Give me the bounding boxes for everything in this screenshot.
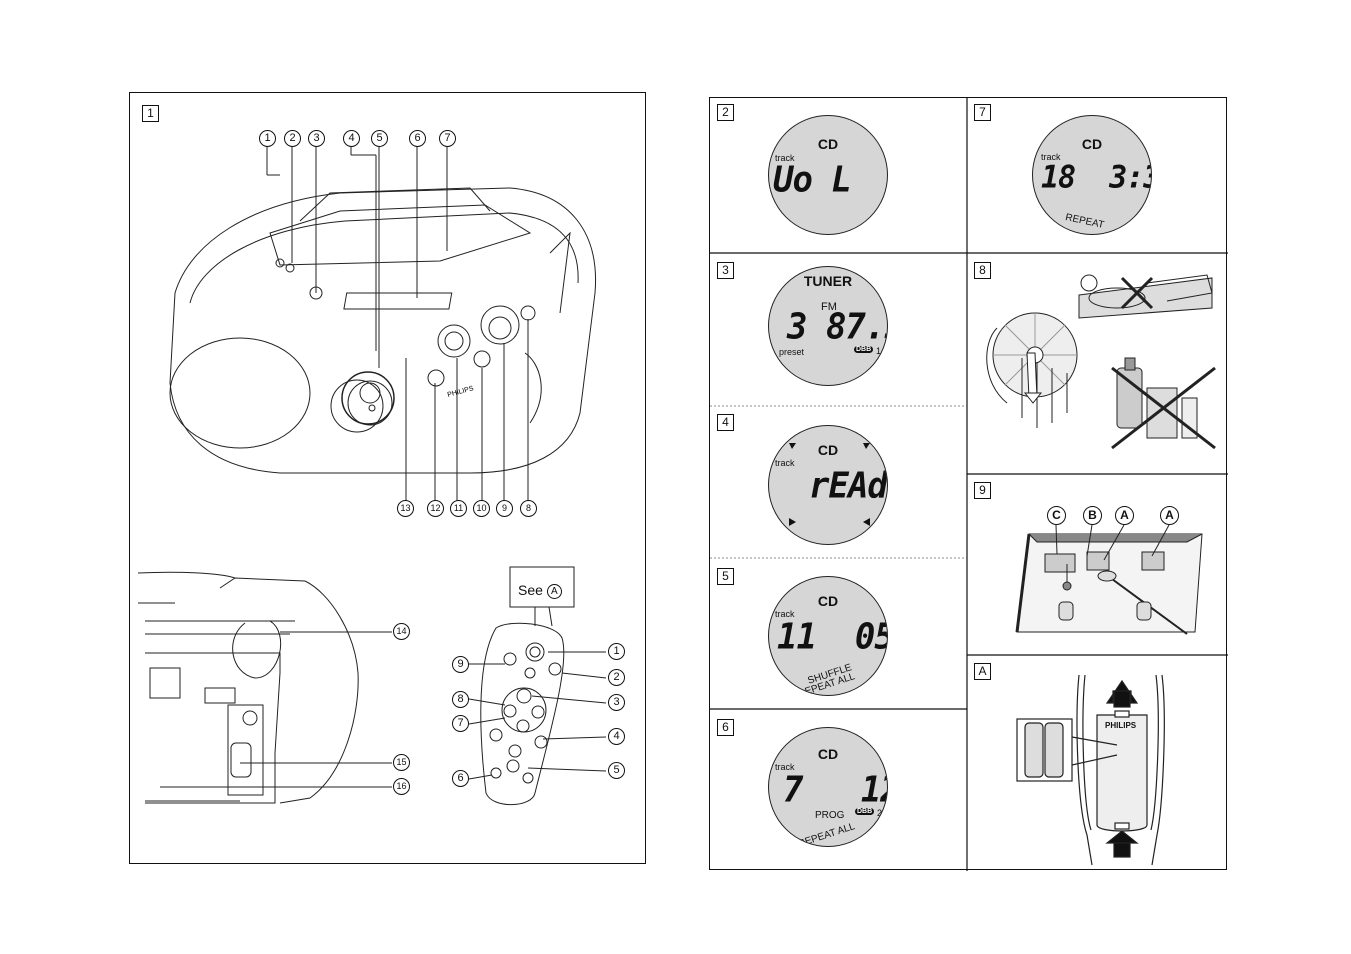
- figure-panel-1: 1 1 2 3 4 5 6 7: [129, 92, 646, 864]
- callout-3: 3: [308, 130, 325, 147]
- dbb-number: 1: [876, 346, 882, 356]
- remote-note-text: See: [518, 582, 543, 598]
- cell-3: 3 TUNER FM 3 87.50 preset DBB 1: [710, 253, 967, 406]
- callout-11: 11: [450, 500, 467, 517]
- cell-4: 4 CD track rEAd: [710, 406, 967, 558]
- boombox-brand: PHILIPS: [447, 385, 475, 399]
- cell-tag: 3: [717, 262, 734, 279]
- panel-tag: 1: [142, 105, 159, 122]
- callout-15: 15: [393, 754, 410, 771]
- lcd-digits: 3 87.50: [787, 306, 887, 348]
- lcd-digits: rEAd: [809, 465, 887, 507]
- remote-brand: PHILIPS: [1105, 721, 1137, 730]
- remote-callout-7: 7: [452, 715, 469, 732]
- remote-note: See A: [518, 582, 562, 599]
- cell-6: 6 CD track 7 129 PROG DBB 2 REPEAT ALL: [710, 709, 967, 871]
- lcd-track-label: track: [775, 458, 795, 468]
- cell-5: 5 CD track 11 058 SHUFFLE REPEAT ALL: [710, 558, 967, 709]
- remote-callout-5: 5: [608, 762, 625, 779]
- lcd-mode: TUNER: [803, 273, 853, 289]
- lcd-display: CD track rEAd: [768, 425, 888, 545]
- remote-callout-6: 6: [452, 770, 469, 787]
- disc-care-illustration: [986, 274, 1216, 450]
- dbb-badge: DBB: [854, 346, 874, 353]
- remote-callout-8: 8: [452, 691, 469, 708]
- remote-callout-2: 2: [608, 669, 625, 686]
- cell-tag: 9: [974, 482, 991, 499]
- lcd-digits: 7 129: [783, 769, 887, 811]
- grid-lines: [710, 98, 1228, 871]
- lcd-mode: CD: [817, 593, 839, 609]
- lcd-track-label: track: [775, 609, 795, 619]
- lcd-preset-label: preset: [779, 347, 805, 357]
- lcd-digits: 11 058: [777, 616, 887, 658]
- cell-tag: 7: [974, 104, 991, 121]
- lcd-digits: 18 3:36: [1041, 159, 1151, 196]
- cell-tag: A: [974, 663, 991, 680]
- repeat-all-label: REPEAT ALL: [796, 821, 857, 847]
- callout-9: 9: [496, 500, 513, 517]
- repeat-label: REPEAT: [1064, 212, 1105, 231]
- cell-2: 2 CD track Uo L 9: [710, 98, 967, 253]
- lcd-mode: CD: [817, 442, 839, 458]
- cell-tag: 4: [717, 414, 734, 431]
- cell-A: A PHILIPS: [967, 655, 1228, 871]
- callout-1: 1: [259, 130, 276, 147]
- corner-arrows: [789, 443, 870, 526]
- callout-8: 8: [520, 500, 537, 517]
- dbb-number: 2: [877, 808, 883, 818]
- remote-callout-4: 4: [608, 728, 625, 745]
- lcd-mode: CD: [817, 746, 839, 762]
- cell-tag: 2: [717, 104, 734, 121]
- callout-2: 2: [284, 130, 301, 147]
- lcd-band: FM: [821, 301, 837, 313]
- label-a: A: [1115, 506, 1134, 525]
- callout-14: 14: [393, 623, 410, 640]
- remote-callout-3: 3: [608, 694, 625, 711]
- lcd-track-label: track: [775, 762, 795, 772]
- figure-grid: 2 CD track Uo L 9 3 TUNER FM 3 87.50 pre…: [709, 97, 1228, 871]
- cell-9: 9 C B A A: [967, 474, 1228, 655]
- cell-tag: 6: [717, 719, 734, 736]
- label-c: C: [1047, 506, 1066, 525]
- dbb-badge: DBB: [855, 808, 875, 815]
- lcd-display: CD track 7 129 PROG DBB 2 REPEAT ALL: [768, 727, 888, 847]
- boombox-illustration: PHILIPS: [137, 147, 607, 806]
- lcd-display: CD track 11 058 SHUFFLE REPEAT ALL: [768, 576, 888, 696]
- callout-16: 16: [393, 778, 410, 795]
- cell-7: 7 CD track 18 3:36 REPEAT: [967, 98, 1228, 253]
- callout-12: 12: [427, 500, 444, 517]
- callout-5: 5: [371, 130, 388, 147]
- cell-tag: 5: [717, 568, 734, 585]
- lcd-display: CD track Uo L 9: [768, 115, 888, 235]
- remote-callout-1: 1: [608, 643, 625, 660]
- remote-note-letter: A: [546, 583, 562, 599]
- cell-8: 8: [967, 253, 1228, 474]
- tape-head-cleaning-illustration: [1015, 524, 1203, 635]
- label-b: B: [1083, 506, 1102, 525]
- lcd-display: TUNER FM 3 87.50 preset DBB 1: [768, 266, 888, 386]
- cell-tag: 8: [974, 262, 991, 279]
- lcd-mode: CD: [1081, 136, 1103, 152]
- callout-10: 10: [473, 500, 490, 517]
- callout-7: 7: [439, 130, 456, 147]
- lcd-display: CD track 18 3:36 REPEAT: [1032, 115, 1152, 235]
- label-a-2: A: [1160, 506, 1179, 525]
- lcd-track-label: track: [775, 153, 795, 163]
- callout-13: 13: [397, 500, 414, 517]
- lcd-track-label: track: [1041, 152, 1061, 162]
- callout-6: 6: [409, 130, 426, 147]
- callout-4: 4: [343, 130, 360, 147]
- battery-insert-illustration: [1016, 674, 1165, 866]
- lcd-digits: Uo L 9: [773, 159, 852, 201]
- remote-callout-9: 9: [452, 656, 469, 673]
- prog-label: PROG: [815, 810, 845, 821]
- lcd-mode: CD: [817, 136, 839, 152]
